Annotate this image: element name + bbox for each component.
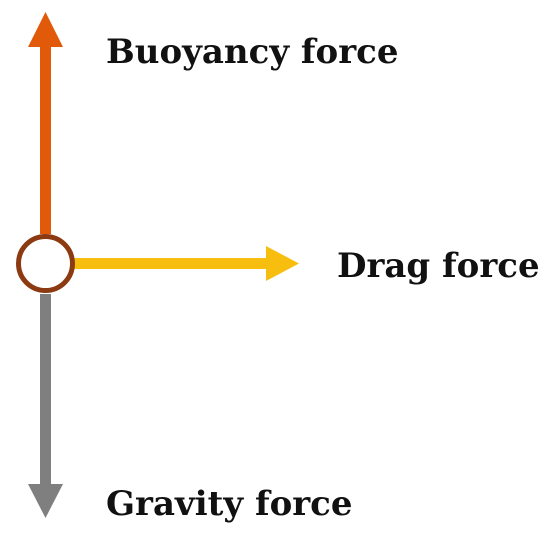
particle-circle-icon — [16, 234, 75, 293]
gravity-force-arrow — [28, 294, 63, 518]
gravity-arrow-shaft — [40, 294, 51, 486]
buoyancy-arrow-head — [28, 12, 63, 47]
drag-arrow-head — [266, 246, 299, 281]
buoyancy-force-arrow — [28, 12, 63, 234]
buoyancy-force-label: Buoyancy force — [106, 32, 399, 72]
buoyancy-arrow-shaft — [40, 44, 51, 234]
drag-force-arrow — [74, 246, 299, 281]
drag-force-label: Drag force — [337, 246, 540, 286]
drag-arrow-shaft — [74, 258, 268, 269]
gravity-arrow-head — [28, 484, 63, 518]
gravity-force-label: Gravity force — [106, 484, 353, 524]
